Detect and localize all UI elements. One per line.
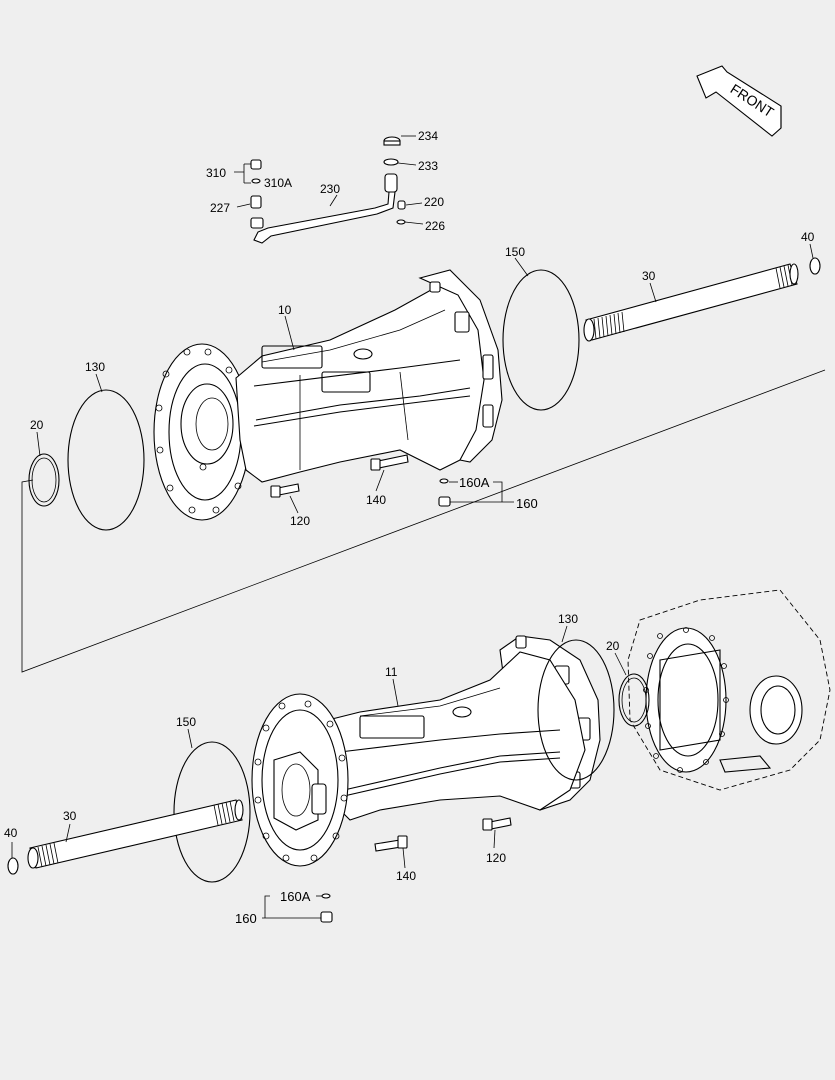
callout-140-top: 140 [366,493,386,507]
callout-150-top: 150 [505,245,525,259]
callout-310: 310 [206,166,226,180]
diff-bolt-holes [643,627,729,773]
callout-40-bot: 40 [4,826,18,840]
seal-160a-top [439,478,449,484]
callout-130-top: 130 [85,360,105,374]
front-arrow-icon: FRONT [696,65,782,137]
pipe-230 [253,191,396,244]
ring-40-bot [7,857,19,875]
callout-130-bot: 130 [558,612,578,626]
assembly-guide-line [21,369,826,673]
brake-line-group [234,135,424,244]
callout-20-top: 20 [30,418,44,432]
callout-220: 220 [424,195,444,209]
fitting-230-end [384,173,398,193]
leader-lines [11,243,814,919]
flange-bolt-holes-bottom [254,700,348,862]
o-ring-130-top [67,389,145,531]
o-ring-150-top [502,269,580,411]
callout-30-top: 30 [642,269,656,283]
bolt-140-top [370,454,409,471]
bolt-140-bot [374,835,408,852]
plug-160-bot [320,911,333,923]
callout-20-bot: 20 [606,639,620,653]
callout-160-top: 160 [516,496,538,511]
axle-housing-10 [153,269,503,521]
callout-120-top: 120 [290,514,310,528]
washer-226 [396,219,406,225]
o-ring-130-bot [537,639,615,781]
ring-20-top [28,453,60,507]
callout-10: 10 [278,303,292,317]
washer-233 [383,158,399,166]
fitting-310 [250,159,262,184]
callout-227: 227 [210,201,230,215]
ring-20-bot [618,673,650,727]
callout-234: 234 [418,129,438,143]
callout-233: 233 [418,159,438,173]
callout-140-bot: 140 [396,869,416,883]
flange-lugs [429,281,494,428]
callout-226: 226 [425,219,445,233]
axle-housing-11 [251,635,601,867]
callout-160a-bot: 160A [280,889,311,904]
callout-150-bot: 150 [176,715,196,729]
bolt-120-top [270,483,300,498]
axle-shaft-30-top [583,263,799,342]
o-ring-150-bot [173,741,251,883]
callout-120-bot: 120 [486,851,506,865]
callout-230: 230 [320,182,340,196]
callout-310a: 310A [264,176,292,190]
callout-40-top: 40 [801,230,815,244]
bolt-120-bot [482,817,512,831]
fitting-227 [250,195,264,229]
callout-11: 11 [385,665,398,679]
callout-30-bot: 30 [63,809,77,823]
callout-labels: 234 233 310 310A 230 227 220 226 150 40 … [4,129,815,926]
fitting-220 [397,200,406,210]
nut-234 [383,136,401,146]
plug-160-top [438,496,451,507]
callout-160a-top: 160A [459,475,490,490]
axle-shaft-30-bot [27,799,244,869]
ring-40-top [809,257,821,275]
seal-160a-bot [321,893,331,899]
differential-housing [627,589,831,791]
callout-160-bot: 160 [235,911,257,926]
